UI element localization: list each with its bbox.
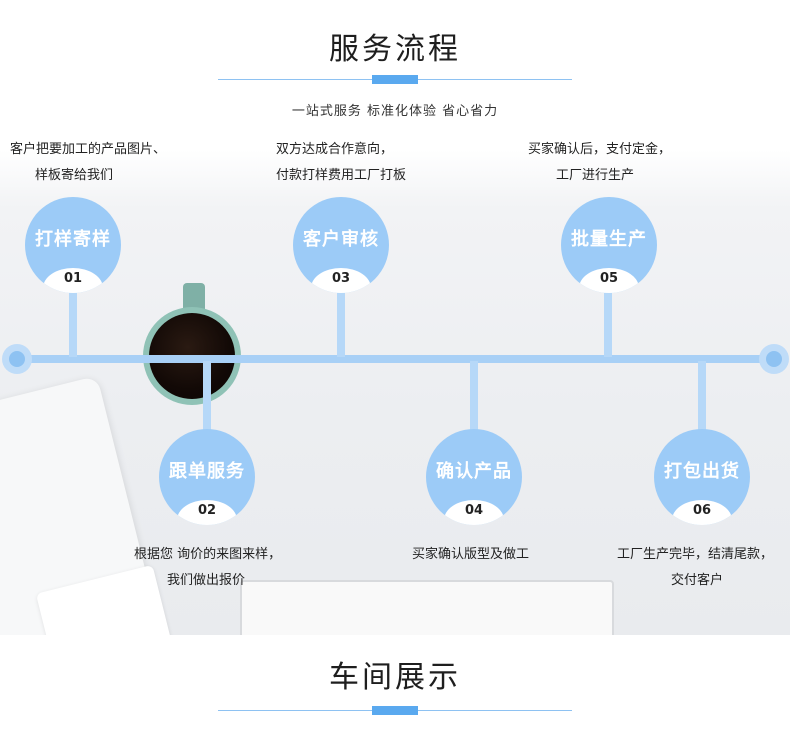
step-number: 06 bbox=[692, 503, 712, 518]
step-circle-03: 客户审核 03 bbox=[293, 197, 389, 293]
timeline-line bbox=[14, 355, 776, 363]
step-desc-line: 买家确认版型及做工 bbox=[412, 547, 530, 562]
step-number: 01 bbox=[63, 271, 83, 286]
timeline-end-dot bbox=[759, 344, 789, 374]
step-desc-line: 根据您 询价的来图来样， bbox=[134, 547, 282, 562]
step-number-cap bbox=[444, 500, 504, 525]
connector-01 bbox=[69, 285, 77, 357]
step-number-cap bbox=[311, 268, 371, 293]
connector-06 bbox=[698, 361, 706, 439]
step-desc-line: 交付客户 bbox=[671, 573, 724, 588]
step-desc-line: 工厂生产完毕，结清尾款， bbox=[617, 547, 774, 562]
step-desc-line: 付款打样费用工厂打板 bbox=[276, 168, 407, 183]
step-desc-line: 我们做出报价 bbox=[167, 573, 246, 588]
step-number: 05 bbox=[599, 271, 619, 286]
step-desc-04: 买家确认版型及做工 bbox=[412, 542, 529, 568]
step-circle-04: 确认产品 04 bbox=[426, 429, 522, 525]
connector-02 bbox=[203, 361, 211, 439]
timeline-start-dot bbox=[2, 344, 32, 374]
step-number: 04 bbox=[464, 503, 484, 518]
step-desc-02: 根据您 询价的来图来样， 我们做出报价 bbox=[134, 542, 281, 594]
step-desc-03: 双方达成合作意向， 付款打样费用工厂打板 bbox=[276, 137, 406, 189]
step-circle-05: 批量生产 05 bbox=[561, 197, 657, 293]
connector-04 bbox=[470, 361, 478, 439]
page-subtitle: 一站式服务 标准化体验 省心省力 bbox=[291, 104, 499, 119]
step-number: 02 bbox=[197, 503, 217, 518]
step-desc-05: 买家确认后，支付定金， 工厂进行生产 bbox=[528, 137, 671, 189]
step-circle-06: 打包出货 06 bbox=[654, 429, 750, 525]
step-number-cap bbox=[177, 500, 237, 525]
step-desc-line: 样板寄给我们 bbox=[35, 168, 114, 183]
connector-05 bbox=[604, 285, 612, 357]
step-number-cap bbox=[43, 268, 103, 293]
section-title: 车间展示 bbox=[329, 660, 461, 695]
step-title: 跟单服务 bbox=[169, 461, 245, 482]
laptop-bottom-image bbox=[240, 580, 614, 635]
step-title: 打样寄样 bbox=[35, 229, 111, 250]
step-title: 客户审核 bbox=[303, 229, 379, 250]
step-number-cap bbox=[672, 500, 732, 525]
step-circle-01: 打样寄样 01 bbox=[25, 197, 121, 293]
step-title: 确认产品 bbox=[436, 461, 512, 482]
section-divider-accent bbox=[372, 706, 418, 715]
step-desc-06: 工厂生产完毕，结清尾款， 交付客户 bbox=[617, 542, 773, 594]
title-divider-accent bbox=[372, 75, 418, 84]
step-number: 03 bbox=[331, 271, 351, 286]
step-number-cap bbox=[579, 268, 639, 293]
step-circle-02: 跟单服务 02 bbox=[159, 429, 255, 525]
step-title: 批量生产 bbox=[571, 229, 647, 250]
step-desc-line: 买家确认后，支付定金， bbox=[528, 142, 672, 157]
step-title: 打包出货 bbox=[664, 461, 740, 482]
connector-03 bbox=[337, 285, 345, 357]
step-desc-01: 客户把要加工的产品图片、 样板寄给我们 bbox=[10, 137, 166, 189]
step-desc-line: 工厂进行生产 bbox=[556, 168, 635, 183]
step-desc-line: 双方达成合作意向， bbox=[276, 142, 394, 157]
step-desc-line: 客户把要加工的产品图片、 bbox=[10, 142, 167, 157]
page-title: 服务流程 bbox=[329, 32, 461, 67]
